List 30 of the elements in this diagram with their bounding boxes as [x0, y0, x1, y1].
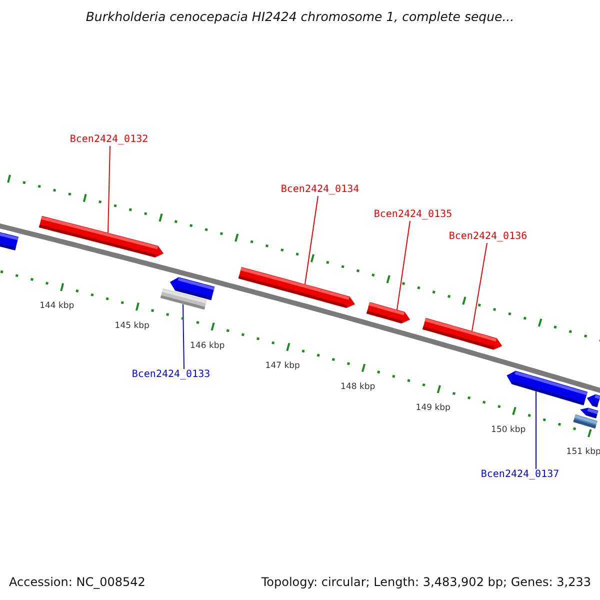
leader-line [396, 220, 410, 310]
gene-feature [422, 318, 502, 350]
scale-label: 144 kbp [40, 302, 74, 311]
gene-feature [586, 394, 600, 408]
gene-label: Bcen2424_0137 [480, 470, 560, 480]
scale-label: 149 kbp [416, 404, 450, 413]
scale-label: 145 kbp [114, 322, 150, 330]
gene-feature [38, 216, 164, 258]
accession-text: Accession: NC_008542 [9, 576, 146, 588]
gene-feature [238, 266, 356, 308]
leader-line [182, 304, 184, 370]
gene-label: Bcen2424_0134 [280, 185, 360, 195]
feature-bar [160, 288, 207, 310]
gene-feature [580, 408, 598, 418]
feature-bar [573, 414, 598, 429]
scale-label: 148 kbp [340, 383, 376, 392]
gene-label: Bcen2424_0135 [374, 210, 452, 220]
scale-label: 147 kbp [265, 362, 300, 371]
leader-line [108, 146, 110, 234]
genome-summary-text: Topology: circular; Length: 3,483,902 bp; Genes: 3,233 [261, 576, 591, 588]
gene-label: Bcen2424_0133 [132, 370, 210, 380]
gene-feature [366, 302, 410, 324]
gene-feature [506, 370, 588, 406]
leader-line [304, 196, 318, 285]
gene-label: Bcen2424_0136 [448, 232, 528, 242]
leader-line [472, 242, 488, 332]
scale-label: 146 kbp [190, 342, 225, 350]
gene-label: Bcen2424_0132 [70, 135, 148, 145]
scale-label: 150 kbp [491, 426, 526, 435]
title: Burkholderia cenocepacia HI2424 chromosome 1, complete seque... [86, 11, 514, 24]
